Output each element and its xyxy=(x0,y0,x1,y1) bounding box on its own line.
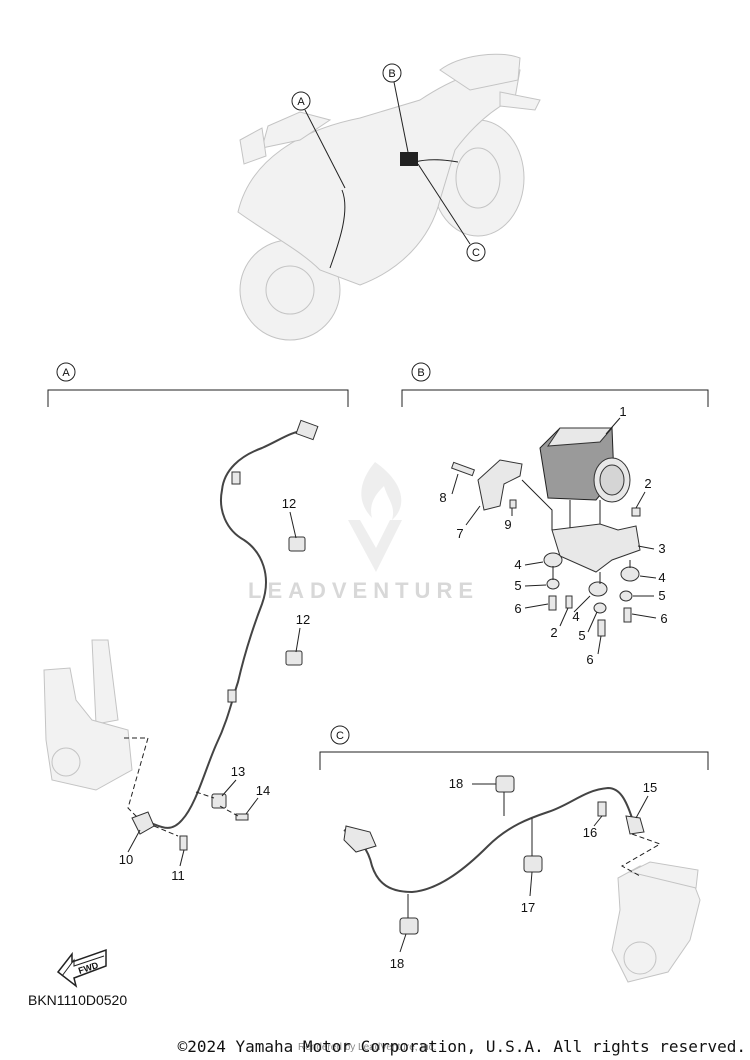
part-label-10: 10 xyxy=(119,852,133,867)
part-label-18: 18 xyxy=(449,776,463,791)
part-label-2: 2 xyxy=(550,625,557,640)
section-b-bracket xyxy=(401,389,709,407)
section-a-marker xyxy=(56,362,76,382)
overview-callout-a[interactable]: A xyxy=(291,91,346,189)
part-label-4: 4 xyxy=(572,609,579,624)
motorcycle-overview xyxy=(237,53,541,341)
watermark-logo xyxy=(348,462,402,572)
svg-text:B: B xyxy=(388,68,395,80)
svg-text:A: A xyxy=(297,96,305,108)
section-c: C 15 16 17 18 18 xyxy=(319,725,709,983)
rendered-by-note: Rendered by LeadVenture, Inc. xyxy=(298,1042,437,1053)
overview-callout-b[interactable]: B xyxy=(382,63,409,153)
section-c-label: C xyxy=(336,730,344,742)
part-label-12: 12 xyxy=(296,612,310,627)
bolt-8-shape xyxy=(450,461,476,477)
part-label-13: 13 xyxy=(231,764,245,779)
part-label-17: 17 xyxy=(521,900,535,915)
watermark-text: LEADVENTURE xyxy=(248,578,480,603)
part-label-7: 7 xyxy=(456,526,463,541)
part-label-6: 6 xyxy=(514,601,521,616)
section-a: A 12 12 10 11 13 xyxy=(43,362,349,883)
part-label-6: 6 xyxy=(660,611,667,626)
part-label-16: 16 xyxy=(583,825,597,840)
overview-callout-c[interactable]: C xyxy=(417,163,486,262)
copyright-notice: ©2024 Yamaha Motor Corporation, U.S.A. A… xyxy=(177,1037,746,1056)
part-label-4: 4 xyxy=(658,570,665,585)
fwd-arrow-icon: FWD xyxy=(56,948,107,988)
part-label-15: 15 xyxy=(643,780,657,795)
part-label-18: 18 xyxy=(390,956,404,971)
section-b: B 1 xyxy=(401,362,709,667)
part-label-5: 5 xyxy=(514,578,521,593)
section-a-label: A xyxy=(62,367,70,379)
part-label-1: 1 xyxy=(619,404,626,419)
part-label-3: 3 xyxy=(658,541,665,556)
part-label-4: 4 xyxy=(514,557,521,572)
bolt-2b-shape xyxy=(565,595,573,609)
svg-text:C: C xyxy=(472,247,480,259)
part-label-12: 12 xyxy=(282,496,296,511)
part-label-6: 6 xyxy=(586,652,593,667)
bolt-2-shape xyxy=(631,507,641,517)
section-b-label: B xyxy=(417,367,424,379)
nut-9-shape xyxy=(509,499,517,509)
section-b-marker xyxy=(411,362,431,382)
section-c-bracket xyxy=(319,751,709,770)
section-a-bracket xyxy=(47,389,349,407)
part-label-5: 5 xyxy=(578,628,585,643)
part-label-14: 14 xyxy=(256,783,270,798)
part-label-11: 11 xyxy=(171,868,185,883)
part-label-2: 2 xyxy=(644,476,651,491)
diagram-code: BKN1110D0520 xyxy=(28,992,128,1008)
part-label-5: 5 xyxy=(658,588,665,603)
part-label-8: 8 xyxy=(439,490,446,505)
section-c-marker xyxy=(330,725,350,745)
part-label-9: 9 xyxy=(504,517,511,532)
